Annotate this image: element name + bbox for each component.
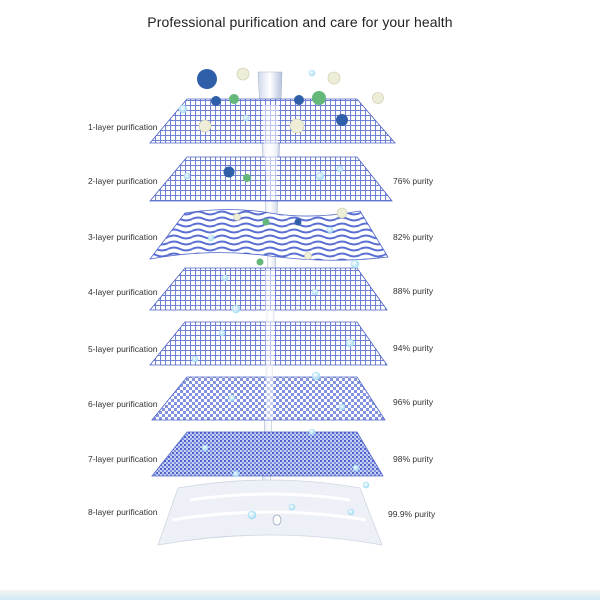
layer-7-purity: 98% purity <box>393 454 434 464</box>
layer-3-purity: 82% purity <box>393 232 434 242</box>
layer-7-label: 7-layer purification <box>88 454 158 464</box>
layer-3-label: 3-layer purification <box>88 232 158 242</box>
layer-5-purity: 94% purity <box>393 343 434 353</box>
contaminant-particles <box>197 67 384 266</box>
layer-3-mesh <box>149 209 389 261</box>
water-bubbles <box>178 69 370 520</box>
bottom-accent-bar <box>0 590 600 600</box>
layer-2-purity: 76% purity <box>393 176 434 186</box>
layer-5-label: 5-layer purification <box>88 344 158 354</box>
layer-4-purity: 88% purity <box>393 286 434 296</box>
layer-1-label: 1-layer purification <box>88 122 158 132</box>
layer-7-mesh <box>151 431 384 477</box>
page-title: Professional purification and care for y… <box>147 14 453 30</box>
water-drop <box>272 514 282 526</box>
layer-8-purity: 99.9% purity <box>388 509 436 519</box>
layer-4-label: 4-layer purification <box>88 287 158 297</box>
layer-2-label: 2-layer purification <box>88 176 158 186</box>
layer-8-label: 8-layer purification <box>88 507 158 517</box>
layer-6-purity: 96% purity <box>393 397 434 407</box>
layer-6-label: 6-layer purification <box>88 399 158 409</box>
